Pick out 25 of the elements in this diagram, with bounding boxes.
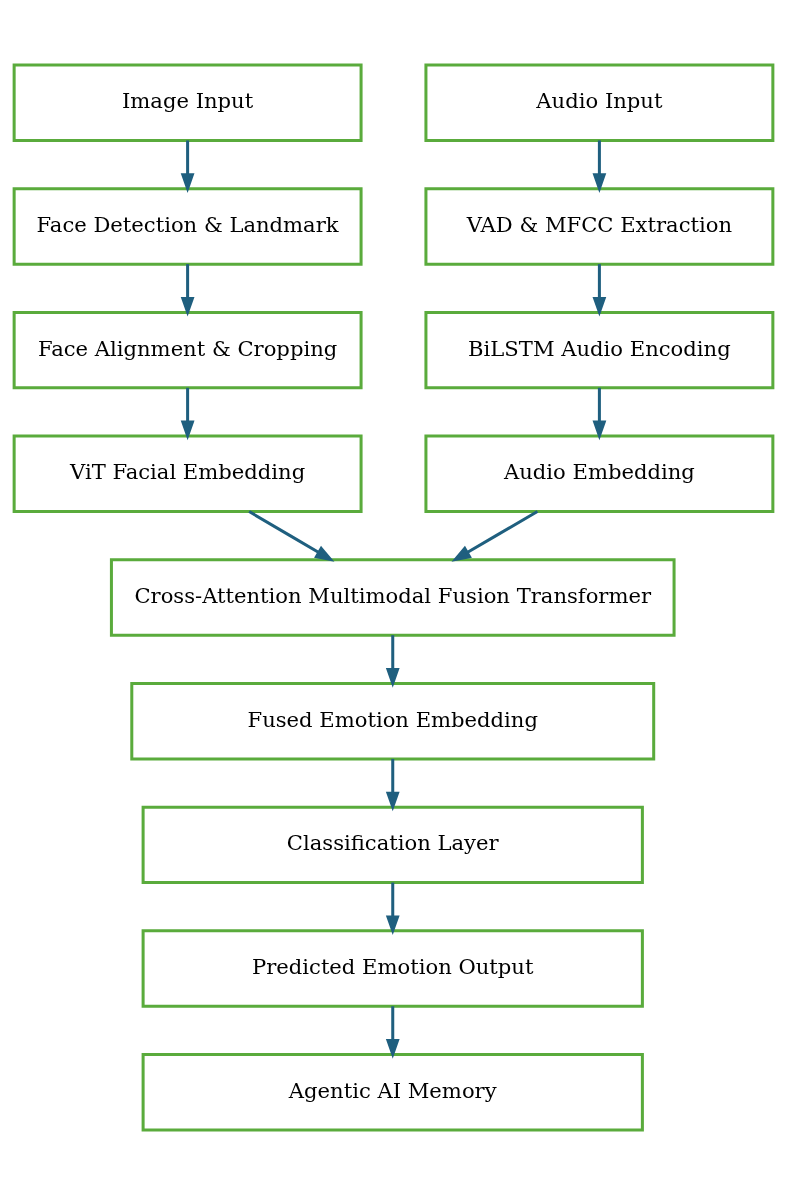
node-box: Classification Layer [141,805,644,884]
arrow [451,509,539,562]
node-box: ViT Facial Embedding [12,434,363,513]
arrow [385,758,400,811]
arrow [180,139,195,193]
node-box: Face Detection & Landmark [12,186,363,266]
node-box: Predicted Emotion Output [141,928,644,1008]
node-box: Audio Input [424,63,775,142]
node-box: VAD & MFCC Extraction [424,186,775,266]
arrow [385,882,400,935]
arrow [180,387,195,440]
arrow [385,1005,400,1059]
arrow [180,263,195,317]
node-box: Image Input [12,63,363,142]
node-box: Audio Embedding [424,434,775,513]
node-box: Cross-Attention Multimodal Fusion Transformer [109,557,676,637]
node-box: Fused Emotion Embedding [130,681,656,760]
arrow [592,139,607,193]
arrow [592,263,607,317]
arrow [592,387,607,440]
node-box: BiLSTM Audio Encoding [424,310,775,389]
node-box: Face Alignment & Cropping [12,310,363,389]
arrow [385,634,400,688]
node-box: Agentic AI Memory [141,1052,644,1131]
arrow [248,509,335,562]
